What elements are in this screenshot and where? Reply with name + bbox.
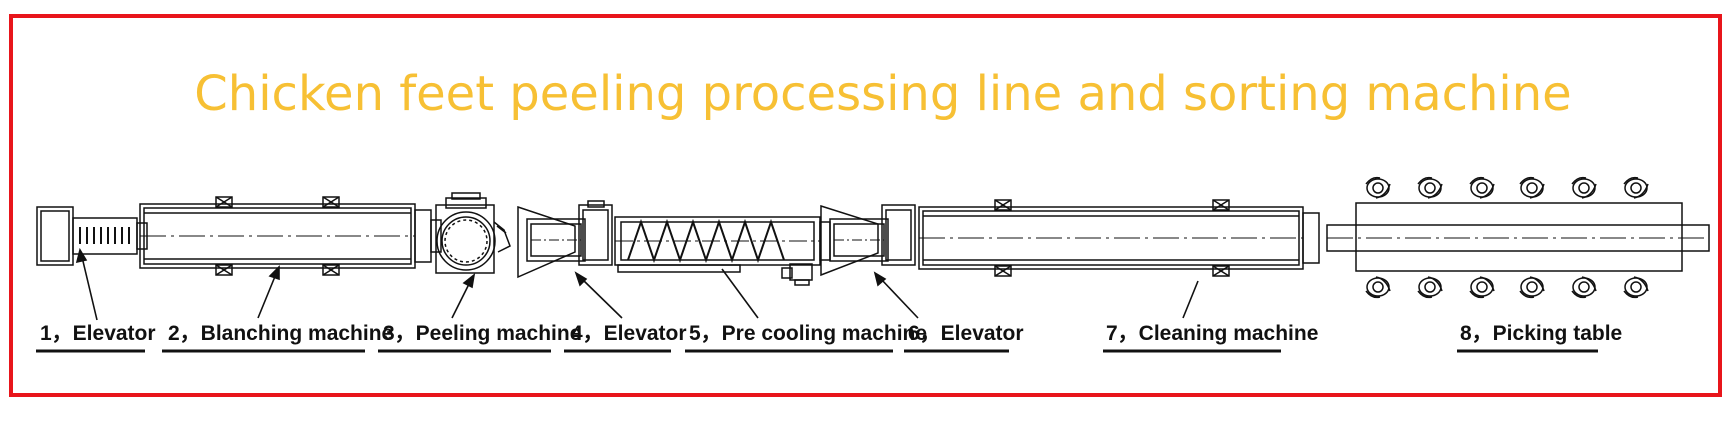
worker-top-5 [1571, 176, 1597, 199]
worker-bottom-5 [1571, 276, 1597, 299]
worker-top-2 [1417, 176, 1443, 199]
worker-top-1 [1365, 176, 1391, 199]
leader-arrow-3 [451, 273, 476, 319]
label-elevator-6: 6，Elevator [908, 322, 1024, 345]
worker-bottom-1 [1365, 276, 1391, 299]
worker-top-3 [1469, 176, 1495, 199]
leader-arrow-2 [257, 265, 280, 319]
machine-6-elevator [820, 204, 916, 277]
leader-arrow-7 [1182, 280, 1199, 319]
worker-bottom-4 [1519, 276, 1545, 299]
label-elevator-4: 4，Elevator [571, 322, 687, 345]
machine-5-pre-cooling [614, 216, 831, 286]
label-peeling-machine: 3，Peeling machine [383, 322, 581, 345]
worker-bottom-2 [1417, 276, 1443, 299]
leader-arrow-1 [75, 247, 98, 321]
worker-bottom-3 [1469, 276, 1495, 299]
worker-top-4 [1519, 176, 1545, 199]
machine-2-blanching [139, 196, 442, 276]
diagram-title: Chicken feet peeling processing line and… [194, 66, 1571, 122]
label-cleaning-machine: 7，Cleaning machine [1106, 322, 1318, 345]
worker-bottom-6 [1623, 276, 1649, 299]
worker-top-6 [1623, 176, 1649, 199]
label-pre-cooling-machine: 5，Pre cooling machine [689, 322, 927, 345]
machine-7-cleaning [918, 199, 1320, 277]
machine-3-peeling [435, 192, 511, 274]
leader-arrow-4 [574, 271, 623, 319]
machine-4-elevator [517, 200, 613, 279]
label-elevator-1: 1，Elevator [40, 322, 156, 345]
machine-8-picking-table [1326, 176, 1710, 299]
leader-arrow-6 [873, 271, 919, 319]
leader-arrow-5 [721, 268, 759, 319]
red-border-frame [9, 14, 1722, 397]
label-picking-table: 8，Picking table [1460, 322, 1622, 345]
label-blanching-machine: 2，Blanching machine [168, 322, 393, 345]
machine-1-elevator [36, 206, 148, 266]
